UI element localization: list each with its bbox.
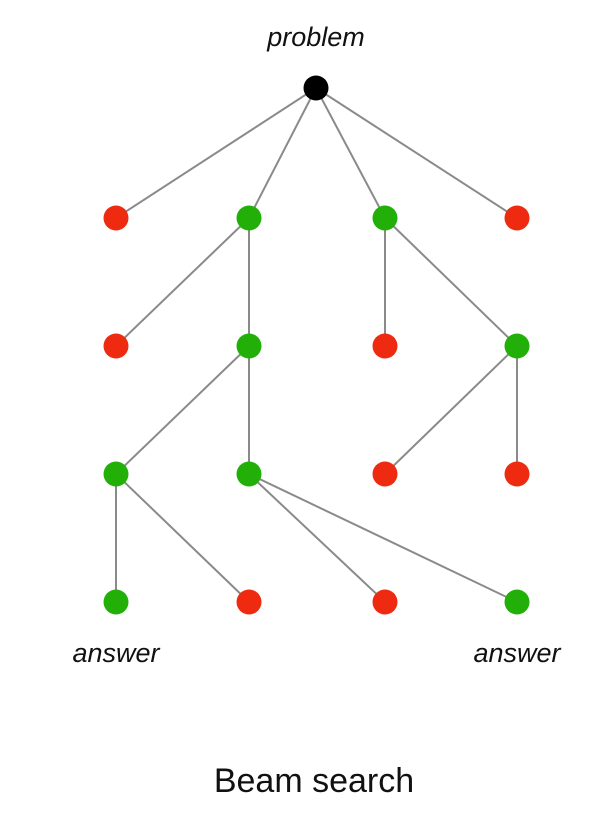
node-n4c-pruned	[372, 589, 398, 615]
edge-n3b-n4c	[248, 473, 386, 603]
edge-n2b-n3a	[115, 345, 250, 475]
edge-n3b-n4d	[248, 473, 518, 603]
edge-n2d-n3c	[384, 345, 518, 475]
node-n2c-pruned	[372, 333, 398, 359]
node-n1c-kept	[372, 205, 398, 231]
problem-label: problem	[266, 22, 365, 52]
edge-root-n1b	[248, 87, 317, 219]
node-n1d-pruned	[504, 205, 530, 231]
node-n2a-pruned	[103, 333, 129, 359]
node-n2d-kept	[504, 333, 530, 359]
node-n3b-kept	[236, 461, 262, 487]
diagram-caption: Beam search	[214, 762, 414, 800]
node-n4a-kept	[103, 589, 129, 615]
edge-root-n1d	[315, 87, 518, 219]
edge-n1c-n2d	[384, 217, 518, 347]
tree-edges	[115, 87, 518, 603]
node-n1a-pruned	[103, 205, 129, 231]
edge-n1b-n2a	[115, 217, 250, 347]
node-n4d-kept	[504, 589, 530, 615]
node-n1b-kept	[236, 205, 262, 231]
node-n4b-pruned	[236, 589, 262, 615]
node-n3d-pruned	[504, 461, 530, 487]
node-n3a-kept	[103, 461, 129, 487]
tree-nodes	[103, 75, 530, 615]
edge-n3a-n4b	[115, 473, 250, 603]
answer-label-right: answer	[473, 638, 561, 668]
edge-root-n1c	[315, 87, 386, 219]
edge-root-n1a	[115, 87, 317, 219]
node-root-root	[303, 75, 329, 101]
answer-label-left: answer	[72, 638, 160, 668]
node-n3c-pruned	[372, 461, 398, 487]
node-n2b-kept	[236, 333, 262, 359]
